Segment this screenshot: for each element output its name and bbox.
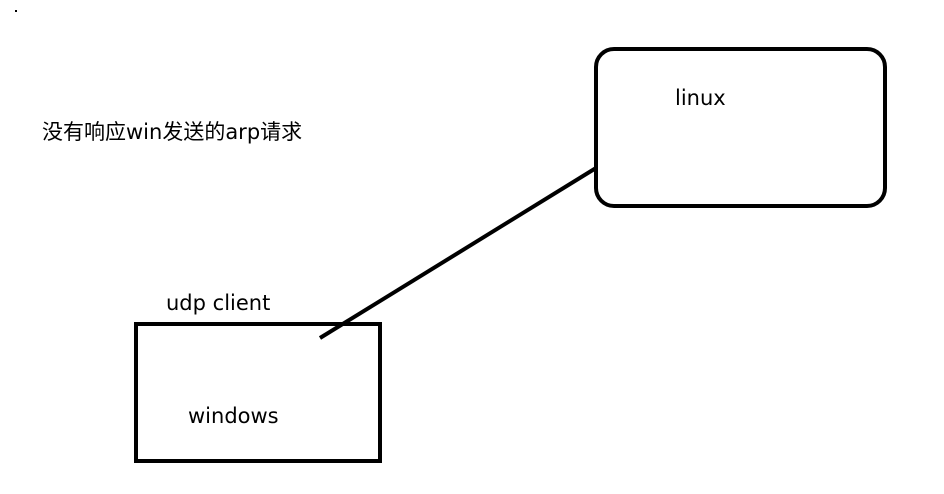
windows-node-caption: udp client (166, 291, 271, 315)
linux-node-box (594, 47, 887, 208)
linux-node-label: linux (675, 86, 726, 110)
annotation-text: 没有响应win发送的arp请求 (42, 120, 303, 144)
windows-node-box (134, 322, 382, 463)
stray-dot (15, 10, 17, 12)
connection-line (318, 166, 598, 340)
windows-node-label: windows (188, 404, 279, 428)
